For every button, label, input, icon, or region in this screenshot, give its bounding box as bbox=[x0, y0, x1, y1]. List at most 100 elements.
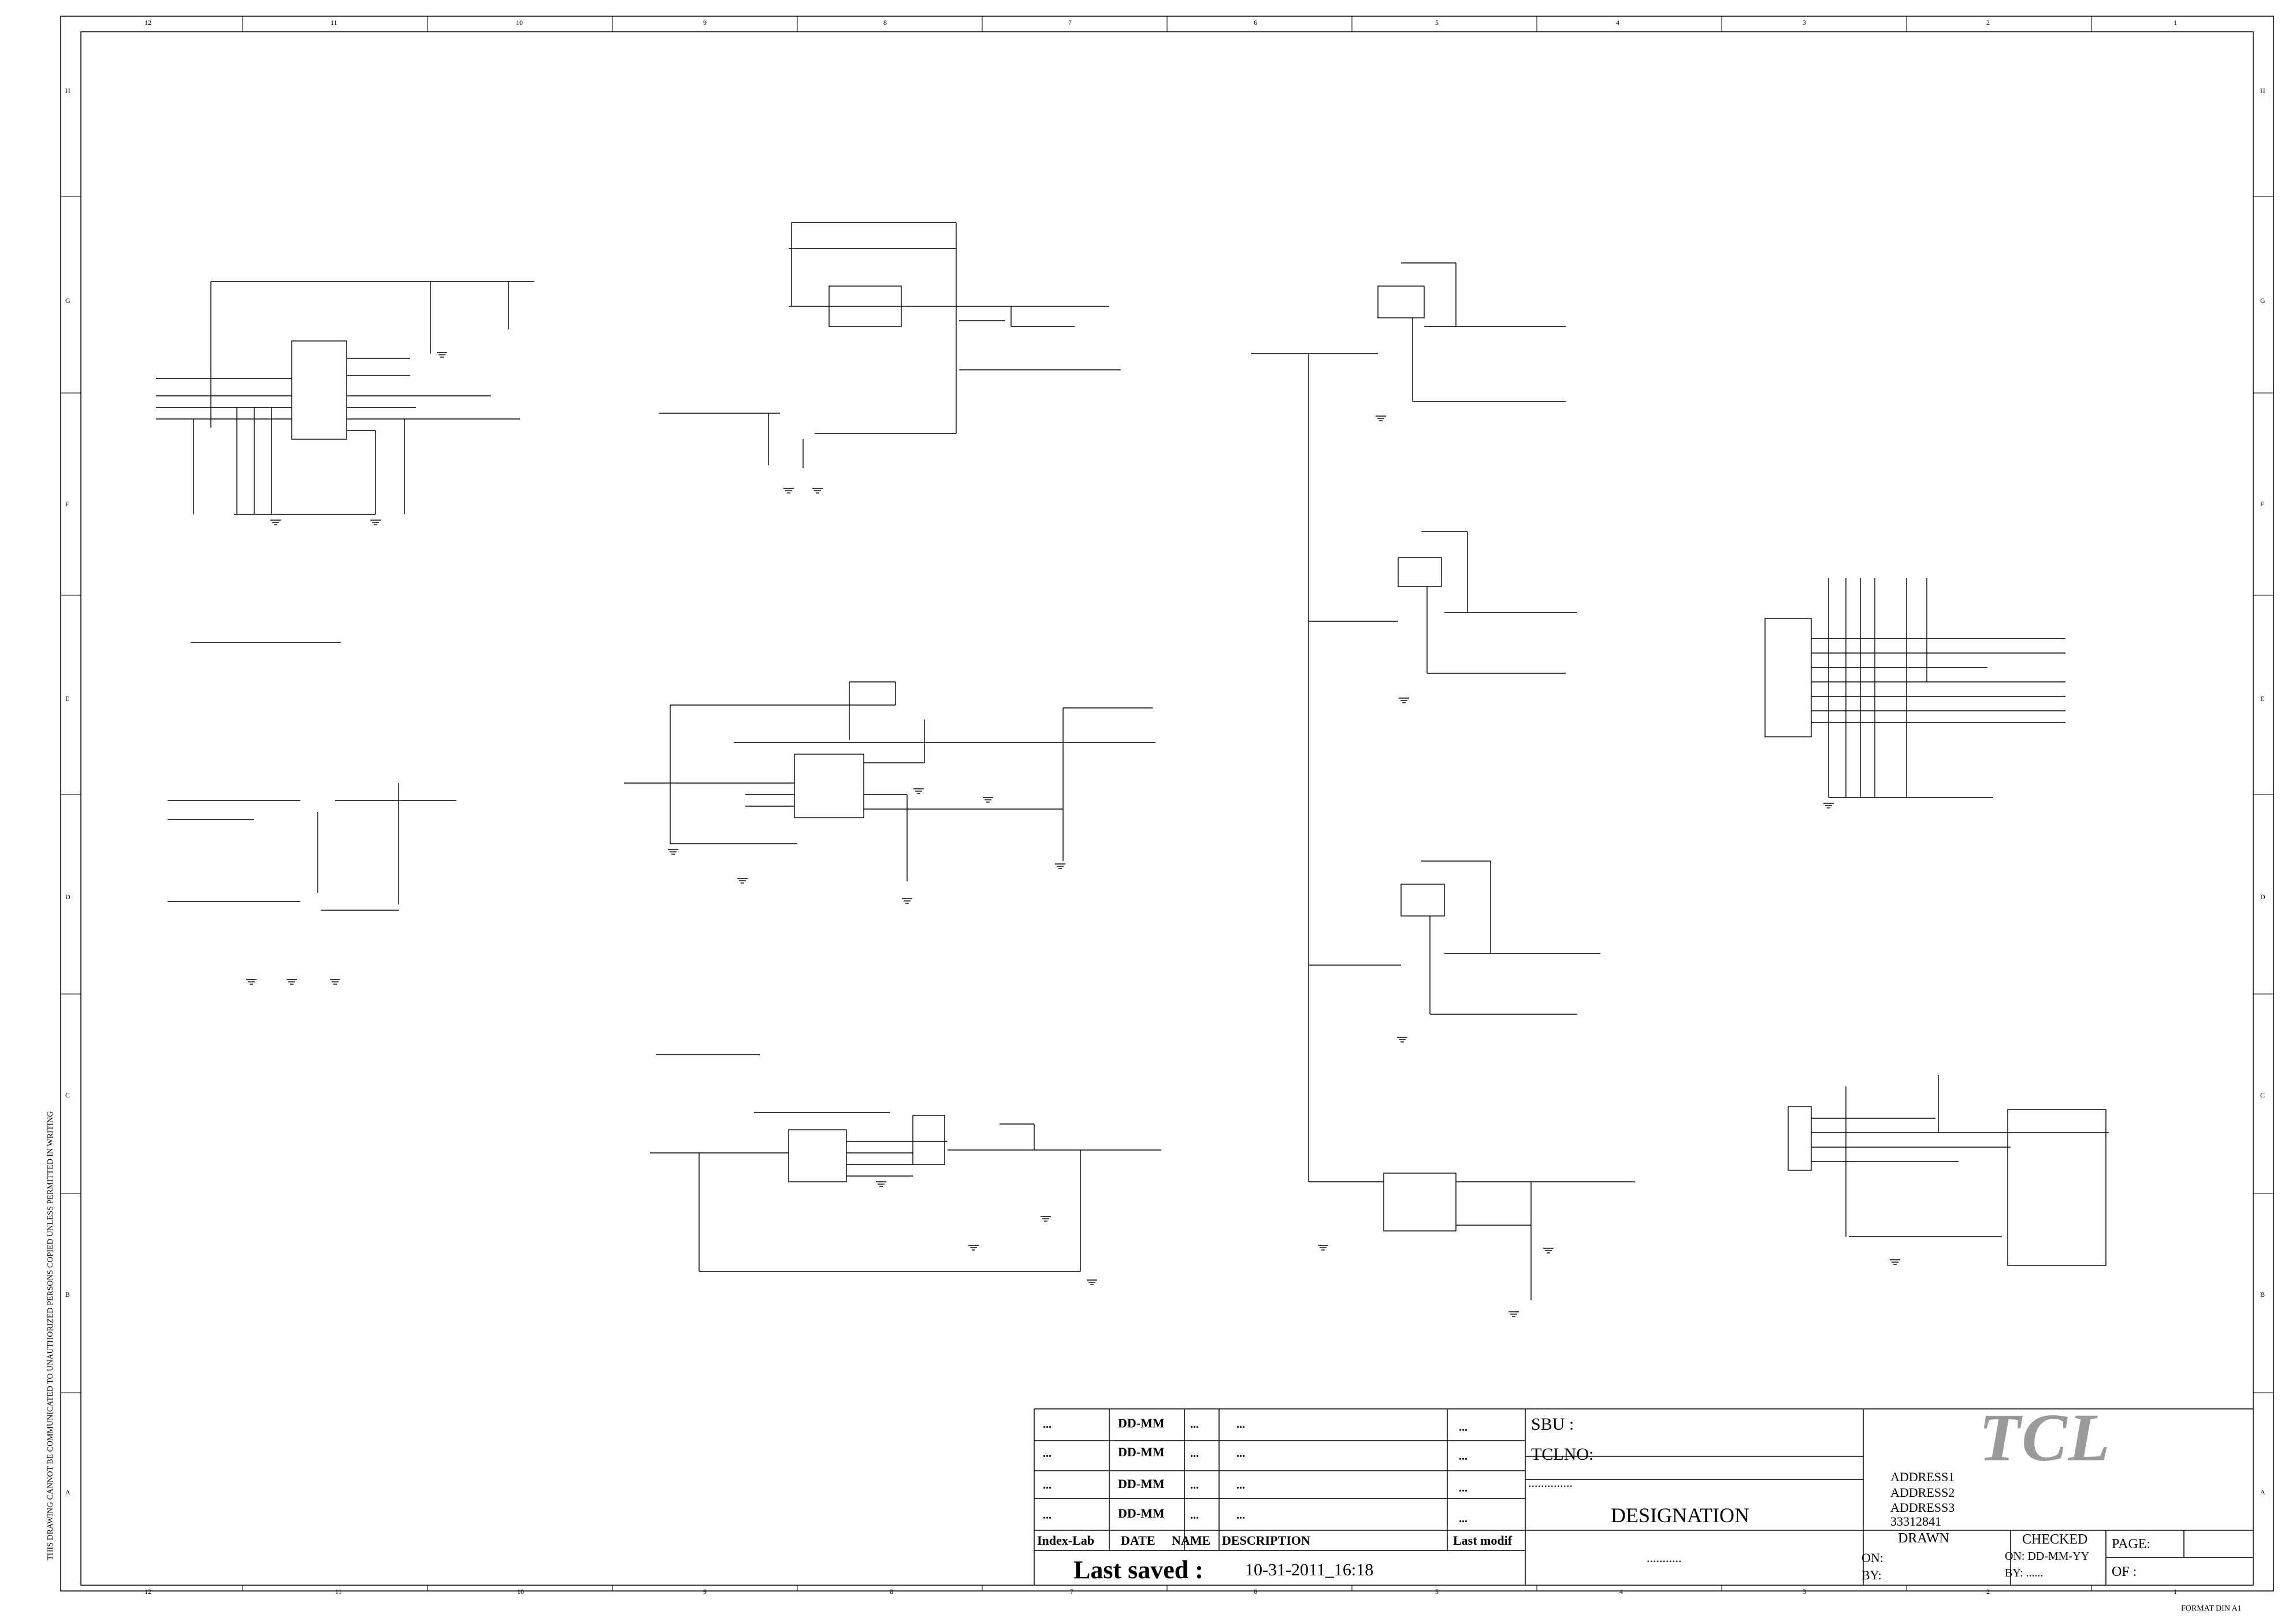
rev-description: ... bbox=[1236, 1509, 1245, 1522]
zone-label-bottom: 2 bbox=[1986, 1587, 1990, 1596]
rev-modif: ... bbox=[1459, 1421, 1467, 1434]
ground-icon bbox=[913, 788, 924, 794]
drawn-by: BY: bbox=[1862, 1568, 1882, 1582]
ground-icon bbox=[270, 520, 281, 525]
zone-label-left: E bbox=[65, 695, 70, 703]
last-saved-label: Last saved : bbox=[1073, 1556, 1203, 1584]
ground-icon bbox=[1397, 1037, 1407, 1043]
ic-u104 bbox=[1383, 1173, 1457, 1231]
header-description: DESCRIPTION bbox=[1222, 1533, 1310, 1548]
zone-label-top: 3 bbox=[1803, 18, 1806, 27]
rev-index: ... bbox=[1043, 1509, 1052, 1522]
mosfet-q101 bbox=[829, 285, 902, 327]
copyright-side-note: THIS DRAWING CANNOT BE COMMUNICATED TO U… bbox=[46, 1111, 55, 1560]
zone-label-left: H bbox=[65, 87, 70, 95]
zone-ticks bbox=[61, 16, 2273, 1591]
rev-name: ... bbox=[1190, 1509, 1199, 1522]
mosfet-q100 bbox=[912, 1115, 945, 1165]
ground-icon bbox=[1509, 1311, 1519, 1317]
address-line: ADDRESS1 bbox=[1890, 1470, 1955, 1484]
designation-label: DESIGNATION bbox=[1611, 1504, 1749, 1527]
zone-label-right: F bbox=[2260, 500, 2264, 508]
ground-icon bbox=[668, 849, 678, 855]
zone-label-top: 5 bbox=[1435, 18, 1439, 27]
header-index-lab: Index-Lab bbox=[1037, 1533, 1095, 1548]
ground-icon bbox=[370, 520, 381, 525]
ground-icon bbox=[1543, 1248, 1554, 1253]
zone-label-bottom: 4 bbox=[1619, 1587, 1623, 1596]
zone-label-top: 6 bbox=[1254, 18, 1257, 27]
ground-icon bbox=[1376, 416, 1386, 421]
schematic-wires bbox=[156, 222, 2109, 1300]
zone-label-top: 10 bbox=[516, 18, 523, 27]
connector-p101 bbox=[1788, 1106, 1812, 1171]
zone-label-top: 2 bbox=[1986, 18, 1990, 27]
zone-label-bottom: 1 bbox=[2174, 1587, 2177, 1596]
rev-name: ... bbox=[1190, 1479, 1199, 1492]
zone-label-right: D bbox=[2260, 893, 2265, 901]
rev-description: ... bbox=[1236, 1418, 1245, 1431]
ground-icon bbox=[287, 979, 297, 985]
header-date: DATE bbox=[1121, 1533, 1156, 1548]
close-to-soc-box bbox=[2007, 1109, 2106, 1266]
zone-label-bottom: 8 bbox=[890, 1587, 893, 1596]
rev-modif: ... bbox=[1459, 1512, 1467, 1525]
ground-icons bbox=[246, 352, 1900, 1317]
ground-icon bbox=[246, 979, 257, 985]
sbu-label: SBU : bbox=[1531, 1415, 1574, 1434]
zone-label-top: 8 bbox=[883, 18, 887, 27]
ground-icon bbox=[902, 898, 912, 904]
ground-icon bbox=[1823, 803, 1834, 808]
regulator-u103 bbox=[1377, 285, 1425, 318]
ground-icon bbox=[783, 488, 794, 494]
rev-date: DD-MM bbox=[1118, 1416, 1165, 1430]
tclno-dots: .............. bbox=[1528, 1475, 1573, 1490]
zone-label-left: C bbox=[65, 1091, 70, 1099]
rev-index: ... bbox=[1043, 1447, 1052, 1460]
tclno-label: TCLNO: bbox=[1531, 1445, 1594, 1464]
ground-icon bbox=[1055, 863, 1065, 869]
regulator-u102 bbox=[1398, 557, 1442, 587]
zone-label-right: G bbox=[2260, 296, 2265, 305]
checked-label: CHECKED bbox=[2022, 1532, 2088, 1547]
last-saved-value: 10-31-2011_16:18 bbox=[1245, 1560, 1374, 1579]
checked-on: ON: DD-MM-YY bbox=[2005, 1550, 2090, 1563]
zone-label-right: C bbox=[2260, 1091, 2265, 1099]
zone-label-top: 12 bbox=[144, 18, 151, 27]
regulator-u101 bbox=[1400, 884, 1445, 917]
ground-icon bbox=[968, 1245, 979, 1251]
ground-icon bbox=[812, 488, 823, 494]
connector-p102 bbox=[291, 340, 347, 440]
zone-label-top: 4 bbox=[1616, 18, 1619, 27]
rev-date: DD-MM bbox=[1118, 1477, 1165, 1491]
page-label: PAGE: bbox=[2112, 1537, 2151, 1552]
drawing-number: 33312841 bbox=[1890, 1514, 1941, 1529]
zone-label-bottom: 3 bbox=[1803, 1587, 1806, 1596]
header-last-modif: Last modif bbox=[1453, 1533, 1513, 1548]
zone-label-right: E bbox=[2260, 695, 2265, 703]
checked-by: BY: ...... bbox=[2005, 1567, 2044, 1579]
rev-index: ... bbox=[1043, 1418, 1052, 1431]
zone-label-left: F bbox=[65, 500, 69, 508]
designation-value: ........... bbox=[1647, 1550, 1682, 1565]
zone-label-top: 7 bbox=[1068, 18, 1072, 27]
drawn-on: ON: bbox=[1862, 1550, 1883, 1565]
zone-label-bottom: 9 bbox=[703, 1587, 707, 1596]
ground-icon bbox=[437, 352, 447, 358]
ground-icon bbox=[1399, 698, 1409, 703]
tcl-logo: TCL bbox=[1979, 1400, 2111, 1475]
zone-label-top: 1 bbox=[2174, 18, 2177, 27]
zone-label-right: H bbox=[2260, 87, 2265, 95]
ground-icon bbox=[737, 878, 748, 884]
of-label: OF : bbox=[2112, 1564, 2137, 1579]
ic-u105 bbox=[788, 1129, 847, 1182]
zone-label-left: B bbox=[65, 1290, 70, 1299]
format-label: FORMAT DIN A1 bbox=[2181, 1604, 2242, 1613]
zone-label-bottom: 7 bbox=[1070, 1587, 1073, 1596]
zone-label-left: D bbox=[65, 893, 70, 901]
rev-date: DD-MM bbox=[1118, 1506, 1165, 1520]
zone-label-right: A bbox=[2260, 1488, 2265, 1496]
rev-date: DD-MM bbox=[1118, 1445, 1165, 1459]
ground-icon bbox=[330, 979, 340, 985]
